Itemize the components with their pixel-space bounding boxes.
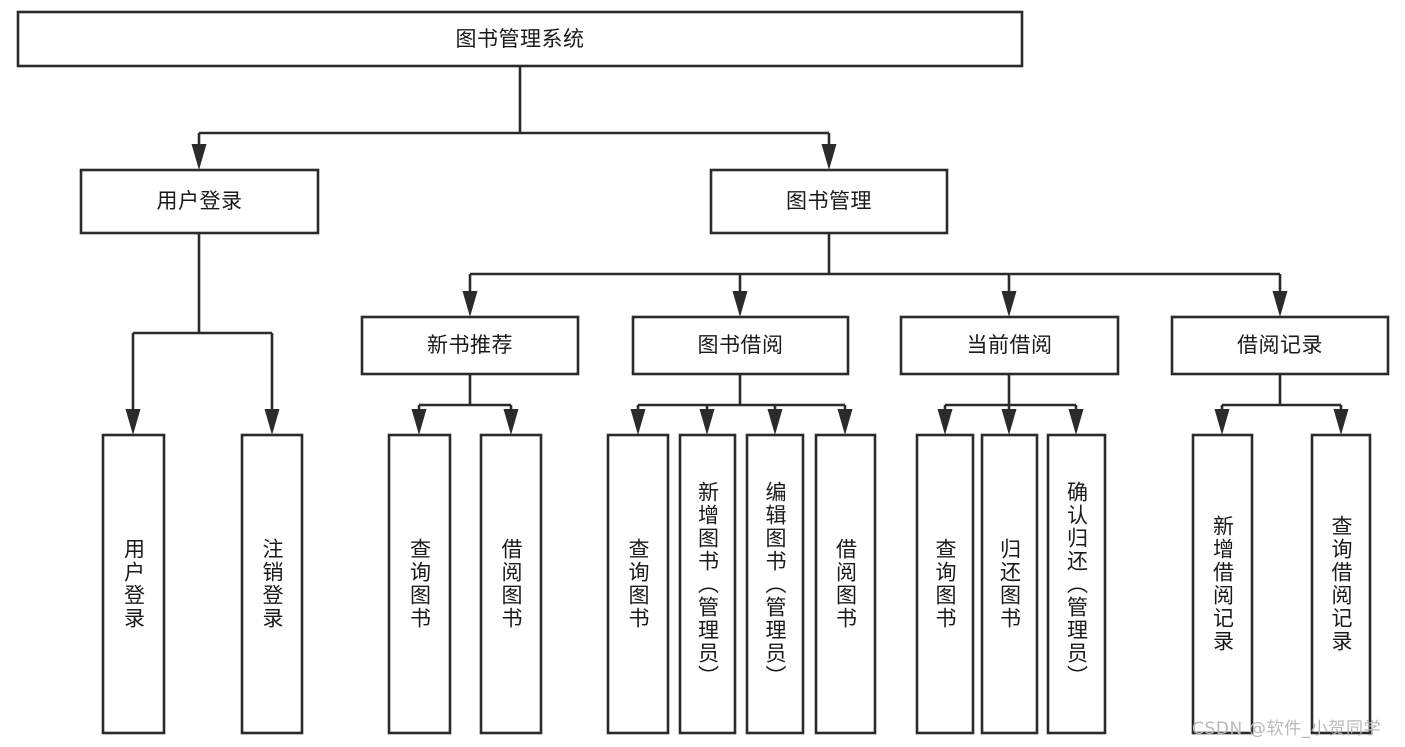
connector-layer xyxy=(125,66,1349,435)
arrow-head-icon xyxy=(1214,409,1230,435)
arrow-head-icon xyxy=(821,144,837,170)
edge-group-record-to-leaves xyxy=(1214,374,1349,435)
node-box-leaf-return-book[interactable] xyxy=(980,433,1039,735)
edge-group-recommend-to-leaves xyxy=(411,374,519,435)
arrow-head-icon xyxy=(264,409,280,435)
node-box-leaf-borrow-book-2[interactable] xyxy=(814,433,877,735)
node-box-leaf-query-book-3[interactable] xyxy=(915,433,975,735)
arrow-head-icon xyxy=(191,144,207,170)
node-box-leaf-user-login[interactable] xyxy=(101,433,166,735)
node-box-leaf-borrow-book-1[interactable] xyxy=(479,433,543,735)
arrow-head-icon xyxy=(837,409,853,435)
arrow-head-icon xyxy=(767,409,783,435)
node-box-layer xyxy=(16,10,1390,735)
arrow-head-icon xyxy=(1068,409,1084,435)
edge-group-current-to-leaves xyxy=(937,374,1084,435)
node-box-current-borrow[interactable] xyxy=(899,315,1120,376)
node-box-user-login[interactable] xyxy=(79,168,320,235)
edge-group-borrow-to-leaves xyxy=(630,374,853,435)
edge-group-bookmanage-to-level2 xyxy=(462,233,1288,317)
arrow-head-icon xyxy=(1001,409,1017,435)
node-box-leaf-query-book-2[interactable] xyxy=(606,433,670,735)
arrow-head-icon xyxy=(699,409,715,435)
arrow-head-icon xyxy=(630,409,646,435)
arrow-head-icon xyxy=(411,409,427,435)
node-box-leaf-add-borrow-record[interactable] xyxy=(1191,433,1254,735)
node-box-leaf-add-book[interactable] xyxy=(678,433,737,735)
arrow-head-icon xyxy=(1272,291,1288,317)
arrow-head-icon xyxy=(503,409,519,435)
node-box-book-manage[interactable] xyxy=(709,168,949,235)
node-box-leaf-confirm-return[interactable] xyxy=(1046,433,1107,735)
arrow-head-icon xyxy=(937,409,953,435)
node-box-book-borrow[interactable] xyxy=(631,315,850,376)
arrow-head-icon xyxy=(732,291,748,317)
arrow-head-icon xyxy=(1001,291,1017,317)
node-box-root[interactable] xyxy=(16,10,1024,68)
node-box-leaf-query-book-1[interactable] xyxy=(387,433,452,735)
arrow-head-icon xyxy=(125,409,141,435)
arrow-head-icon xyxy=(1333,409,1349,435)
node-box-borrow-record[interactable] xyxy=(1170,315,1390,376)
node-box-leaf-query-borrow-record[interactable] xyxy=(1310,433,1372,735)
node-box-leaf-logout[interactable] xyxy=(240,433,304,735)
edge-group-userlogin-to-leaves xyxy=(125,233,280,435)
node-box-leaf-edit-book[interactable] xyxy=(745,433,805,735)
arrow-head-icon xyxy=(462,291,478,317)
node-box-new-book-recommend[interactable] xyxy=(360,315,580,376)
edge-group-root-to-level1 xyxy=(191,66,837,170)
